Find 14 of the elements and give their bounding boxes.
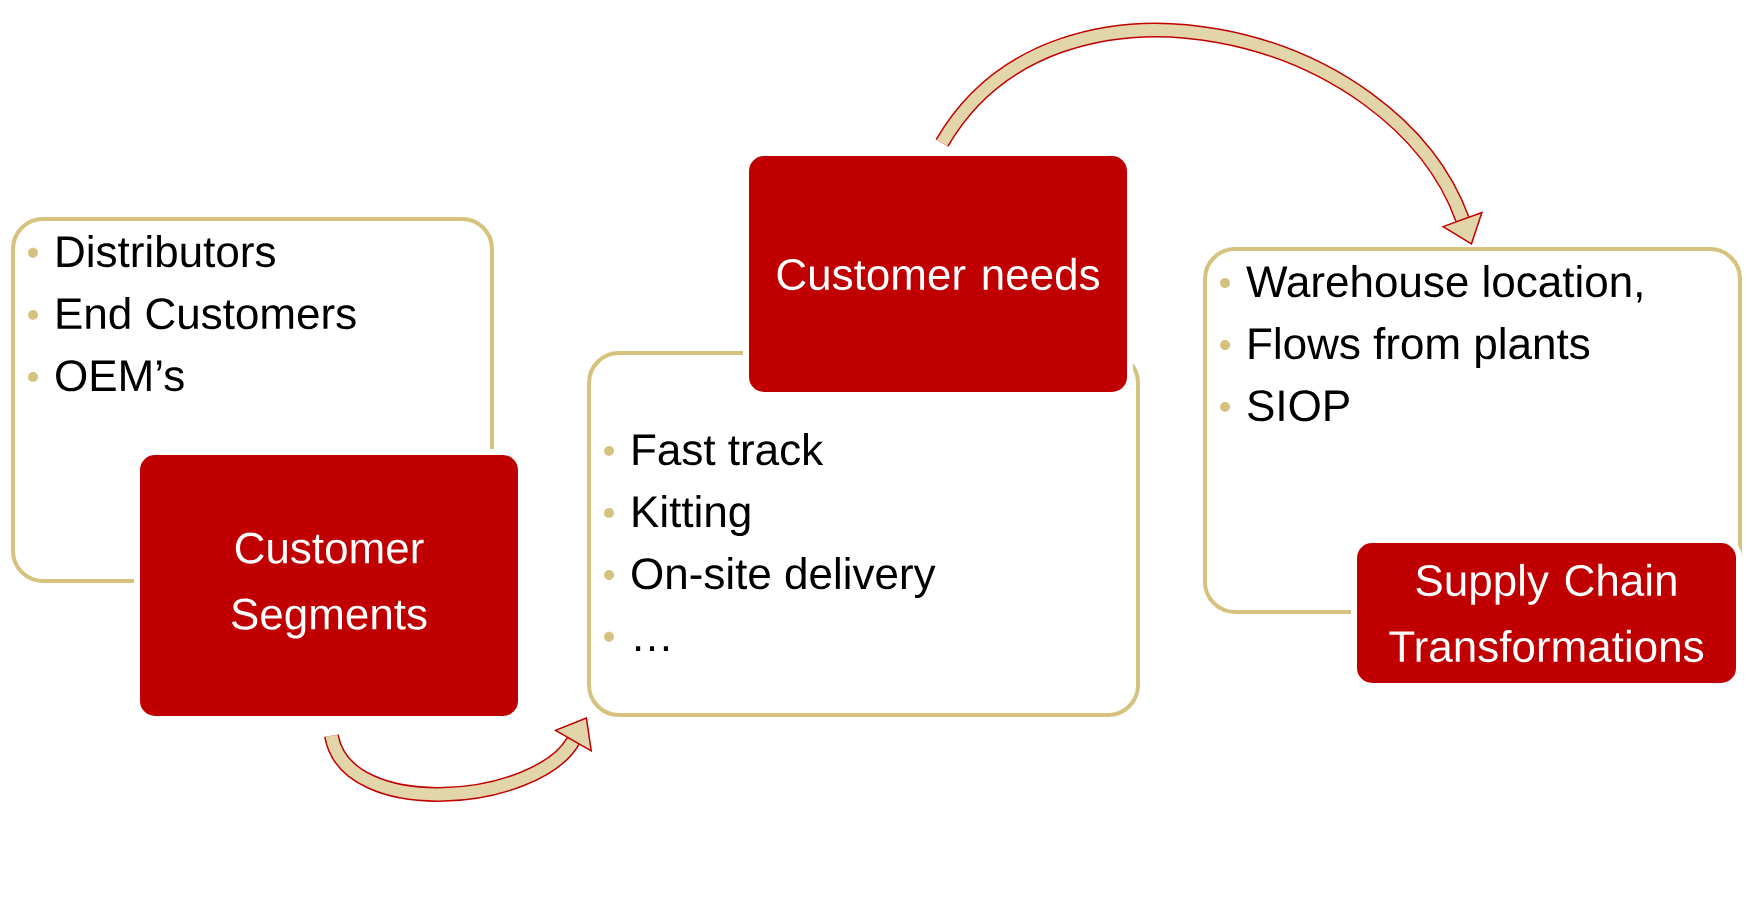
title-box: Supply Chain Transformations	[1351, 537, 1742, 689]
title-box: Customer needs	[743, 150, 1133, 398]
list-item: SIOP	[1220, 390, 1349, 422]
list-item: Flows from plants	[1220, 327, 1590, 368]
list-item: On-site delivery	[604, 557, 936, 598]
list-item: OEM’s	[28, 360, 184, 392]
list-item: Fast track	[604, 433, 824, 466]
list-item: Distributors	[28, 235, 275, 268]
list-box	[587, 351, 1140, 717]
list-item: Kitting	[604, 495, 750, 536]
list-item: Warehouse location,	[1220, 265, 1642, 303]
list-item: …	[604, 631, 669, 651]
list-item: End Customers	[28, 297, 356, 330]
title-box: Customer Segments	[134, 449, 524, 722]
